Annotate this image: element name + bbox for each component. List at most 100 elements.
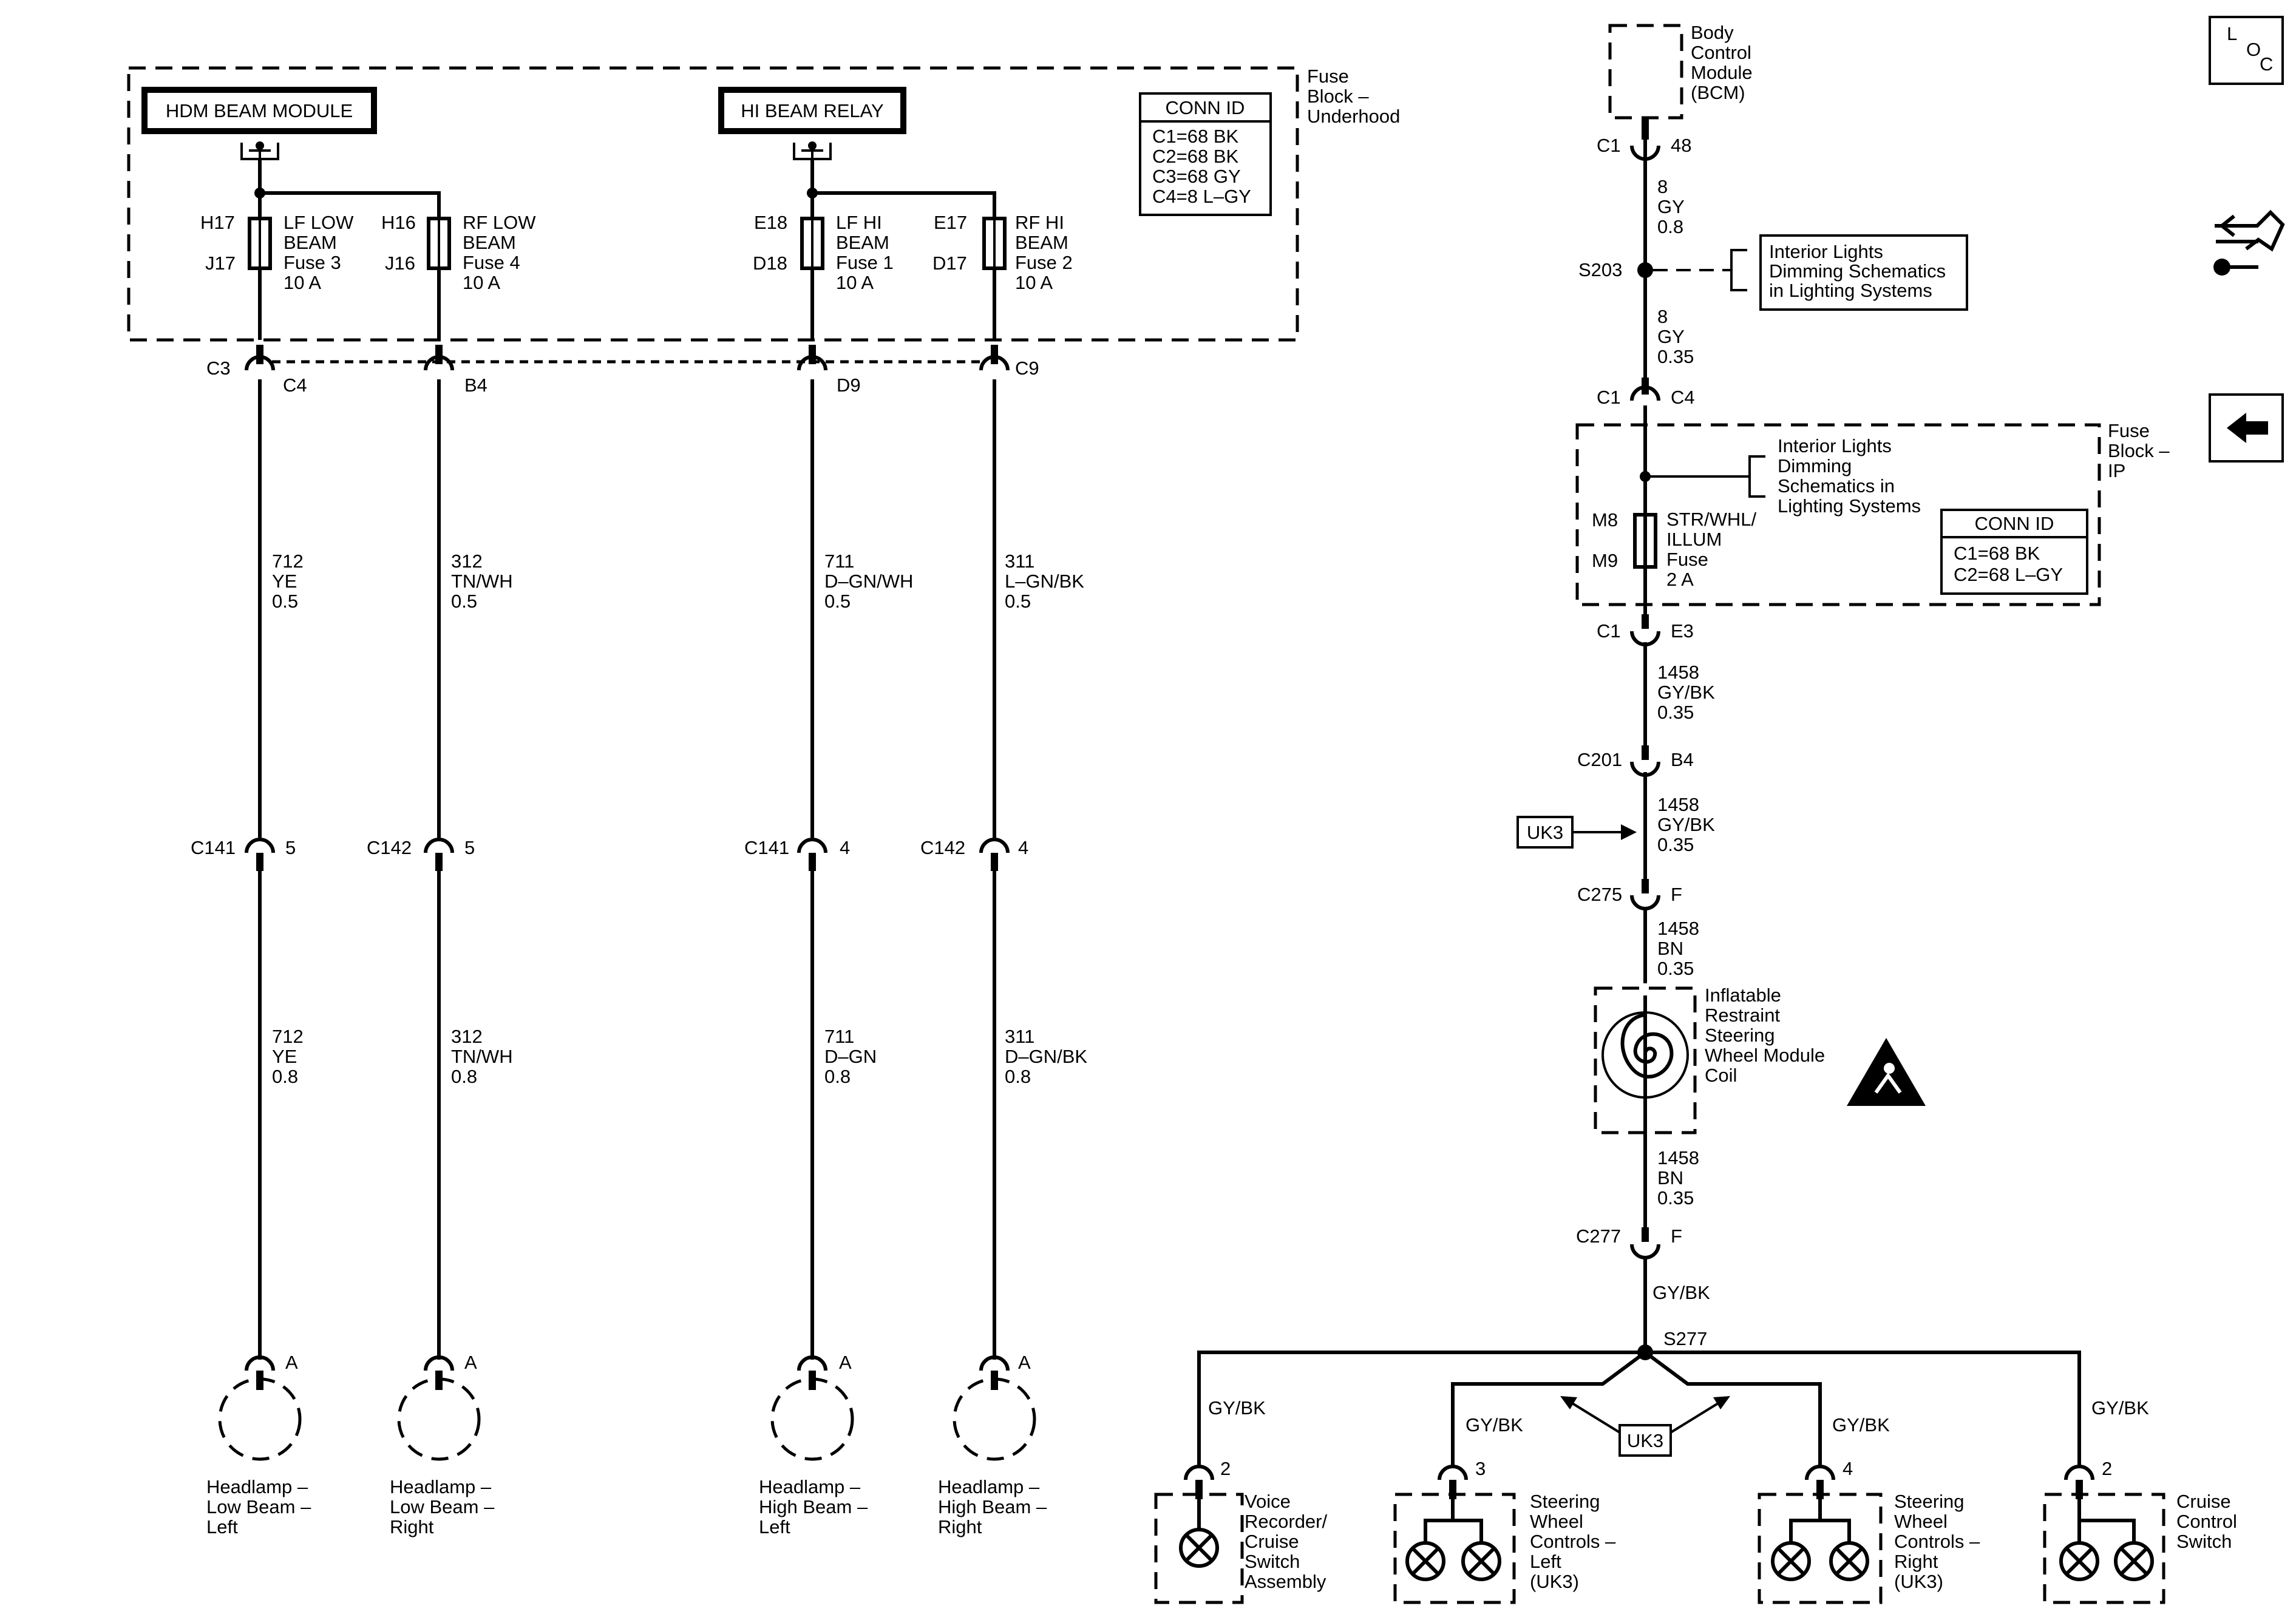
wire-color: GY [1657,196,1685,217]
fuse-block-underhood: Fuse Block – Underhood HDM BEAM MODULE H… [127,66,1400,342]
loc-letter-l: L [2227,23,2237,44]
wire-circuit-number: 311 [1005,1026,1034,1047]
headlamp-label-line-2: Low Beam – [390,1496,495,1517]
branch-wire-color: GY/BK [1466,1414,1523,1436]
wire-color: BN [1657,1167,1683,1188]
loc-letter-c: C [2260,53,2273,75]
branch-pin: 2 [1220,1458,1231,1479]
lamp-x-icon [1771,1541,1811,1581]
bcm-label-line-3: Module [1691,62,1753,83]
conn-id-title: CONN ID [1166,97,1245,118]
component-label-line: Cruise [2176,1491,2231,1512]
wire-color: TN/WH [451,1046,513,1067]
fuse-block-ip-title-1: Fuse [2108,420,2150,441]
headlamp-bulb-icon [953,1377,1036,1461]
back-button[interactable] [2209,393,2284,463]
uk3-option-tag[interactable]: UK3 [1517,816,1574,849]
fuse-pin-top: H16 [381,212,416,233]
wire-circuit-number: 711 [824,551,854,572]
fuse-str-whl-illum: M8 M9 STR/WHL/ ILLUM Fuse 2 A [1592,509,1757,590]
main-wire-connectors [1630,119,1660,1259]
wire-circuit-number: 1458 [1657,1147,1699,1168]
uk3-branch-option-tag[interactable]: UK3 [1618,1424,1672,1457]
hdm-beam-module-box: HDM BEAM MODULE [141,87,377,134]
wire-circuit-number: 1458 [1657,918,1699,939]
wire-label-1458-gybk-b: 1458 GY/BK 0.35 [1657,794,1715,855]
loc-button[interactable]: L O C [2209,16,2284,85]
inline-connector-label: C141 [744,837,789,858]
hi-beam-relay-box: HI BEAM RELAY [718,87,906,134]
fuse-pin-bottom: D18 [753,253,787,274]
wire-size: 0.8 [451,1066,477,1087]
wire-label-312-lower: 312 TN/WH 0.8 [451,1026,513,1087]
fuse-block-ip-title-2: Block – [2108,440,2170,461]
component-label-line: Steering [1894,1491,1964,1512]
headlamp-label-line-1: Headlamp – [206,1476,308,1497]
wire-circuit-number: 712 [272,1026,304,1047]
component-label-line: Recorder/ [1245,1511,1327,1532]
branch-connectors [1184,1465,2094,1499]
fuse-pin-top: M8 [1592,509,1618,531]
inline-connector-pin: 4 [1018,837,1028,858]
headlamp-label-line-3: Left [206,1516,238,1537]
connector-views-icon [2213,209,2285,276]
headlamp-label-line-2: High Beam – [759,1496,868,1517]
branch-pin: 3 [1475,1458,1486,1479]
headlamp-bulb-icon [770,1377,854,1461]
branch-wire-color: GY/BK [1832,1414,1890,1436]
connector-pin-label: C4 [283,375,307,396]
connector-c3-label: C3 [206,358,231,379]
connector-c277-label: C277 [1576,1225,1621,1247]
inline-connector-pin: 4 [840,837,850,858]
connector-c3-row [245,345,1010,371]
fuse-pin-top: E17 [934,212,967,233]
interior-lights-ref-box[interactable]: Interior Lights Dimming Schematics in Li… [1759,234,1968,311]
headlamp-label-line-3: Right [390,1516,434,1537]
wire-label-712-upper: 712 YE 0.5 [272,551,304,612]
connector-views-button[interactable] [2213,209,2285,276]
ip-conn-id-row: C2=68 L–GY [1954,564,2063,585]
connector-c277-pin: F [1671,1225,1682,1247]
fuse-block-ip-title-3: IP [2108,460,2125,481]
branch-pin: 4 [1843,1458,1853,1479]
component-label-line: Control [2176,1511,2237,1532]
headlamp-low-beam-right: A Headlamp – Low Beam – Right [390,1352,495,1537]
ref-text-line-3: in Lighting Systems [1769,280,1932,301]
ref-text-line-2: Dimming Schematics [1769,260,1946,282]
fuse-label-line-3: Fuse 1 [836,252,894,273]
wire-color: D–GN/WH [824,571,913,592]
conn-id-table: CONN ID C1=68 BK C2=68 BK C3=68 GY C4=8 … [1139,92,1272,216]
wire-label-311-lower: 311 D–GN/BK 0.8 [1005,1026,1087,1087]
voice-recorder-switch: Voice Recorder/ Cruise Switch Assembly [1154,1491,1327,1604]
ip-connector-in-label: C1 [1597,387,1621,408]
ip-conn-id-row: C1=68 BK [1954,543,2040,564]
bcm-module: Body Control Module (BCM) [1608,22,1753,120]
component-label-line: Wheel [1530,1511,1583,1532]
fuse-label-line-1: RF HI [1015,212,1064,233]
branch-pin: 2 [2102,1458,2112,1479]
fuse-label-line-1: RF LOW [463,212,536,233]
lamp-x-icon [2114,1541,2154,1581]
fuse-pin-top: H17 [200,212,235,233]
wire-size: 0.35 [1657,834,1694,855]
wire-size: 0.5 [451,591,477,612]
fuse-label-line-2: BEAM [284,232,337,253]
wire-color-gybk-main: GY/BK [1652,1282,1710,1303]
ip-connector-out-pin: E3 [1671,620,1694,642]
ref-2-text-line-1: Interior Lights [1778,435,1892,456]
bcm-connector-label: C1 [1597,135,1621,156]
lamp-x-icon [1179,1528,1219,1568]
wire-label-1458-bn-a: 1458 BN 0.35 [1657,918,1699,979]
fuse-label-line-3: Fuse 3 [284,252,341,273]
headlamp-pin: A [285,1352,298,1373]
fuse-block-underhood-title-3: Underhood [1307,106,1400,127]
wire-size: 0.8 [824,1066,851,1087]
headlamp-label-line-3: Left [759,1516,790,1537]
headlamp-label-line-2: High Beam – [938,1496,1047,1517]
headlamp-high-beam-right: A Headlamp – High Beam – Right [938,1352,1047,1537]
inline-connector-pin: 5 [464,837,475,858]
coil-label-line-1: Inflatable [1705,985,1781,1006]
headlamp-bulb-icon [397,1377,481,1461]
fuse-block-ip: Fuse Block – IP Interior Lights Dimming … [1575,420,2170,606]
